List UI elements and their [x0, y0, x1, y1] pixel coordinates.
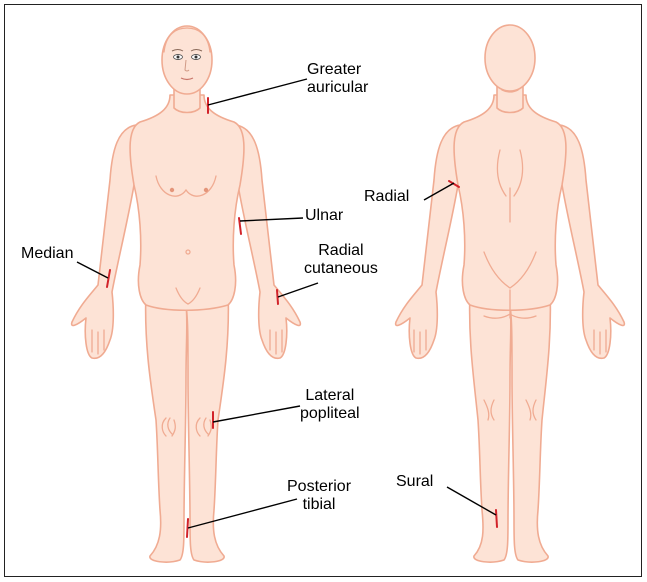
marker-radial-cutaneous: [277, 290, 278, 304]
marker-sural: [496, 510, 497, 527]
front-detail-dot: [170, 188, 174, 192]
label-greater-auricular: Greater auricular: [307, 61, 368, 97]
label-posterior-tibial: Posterior tibial: [287, 478, 351, 514]
front-left-arm: [72, 125, 136, 358]
label-median: Median: [21, 245, 73, 263]
front-torso: [130, 95, 244, 310]
back-legs: [470, 290, 551, 562]
label-ulnar: Ulnar: [305, 207, 343, 225]
leader-radial-cutaneous: [278, 283, 318, 297]
label-radial: Radial: [364, 188, 409, 206]
label-radial-cutaneous: Radial cutaneous: [304, 242, 378, 278]
leader-lateral-popliteal: [213, 406, 300, 422]
marker-posterior-tibial: [187, 519, 188, 537]
label-lateral-popliteal: Lateral popliteal: [300, 387, 360, 423]
back-left-arm: [396, 125, 460, 358]
back-right-arm: [560, 125, 624, 358]
back-head: [485, 25, 535, 91]
label-sural: Sural: [396, 473, 433, 491]
front-view: [72, 26, 301, 562]
leader-greater-auricular: [208, 79, 307, 105]
front-right-arm: [236, 125, 300, 358]
front-detail-dot: [204, 188, 208, 192]
